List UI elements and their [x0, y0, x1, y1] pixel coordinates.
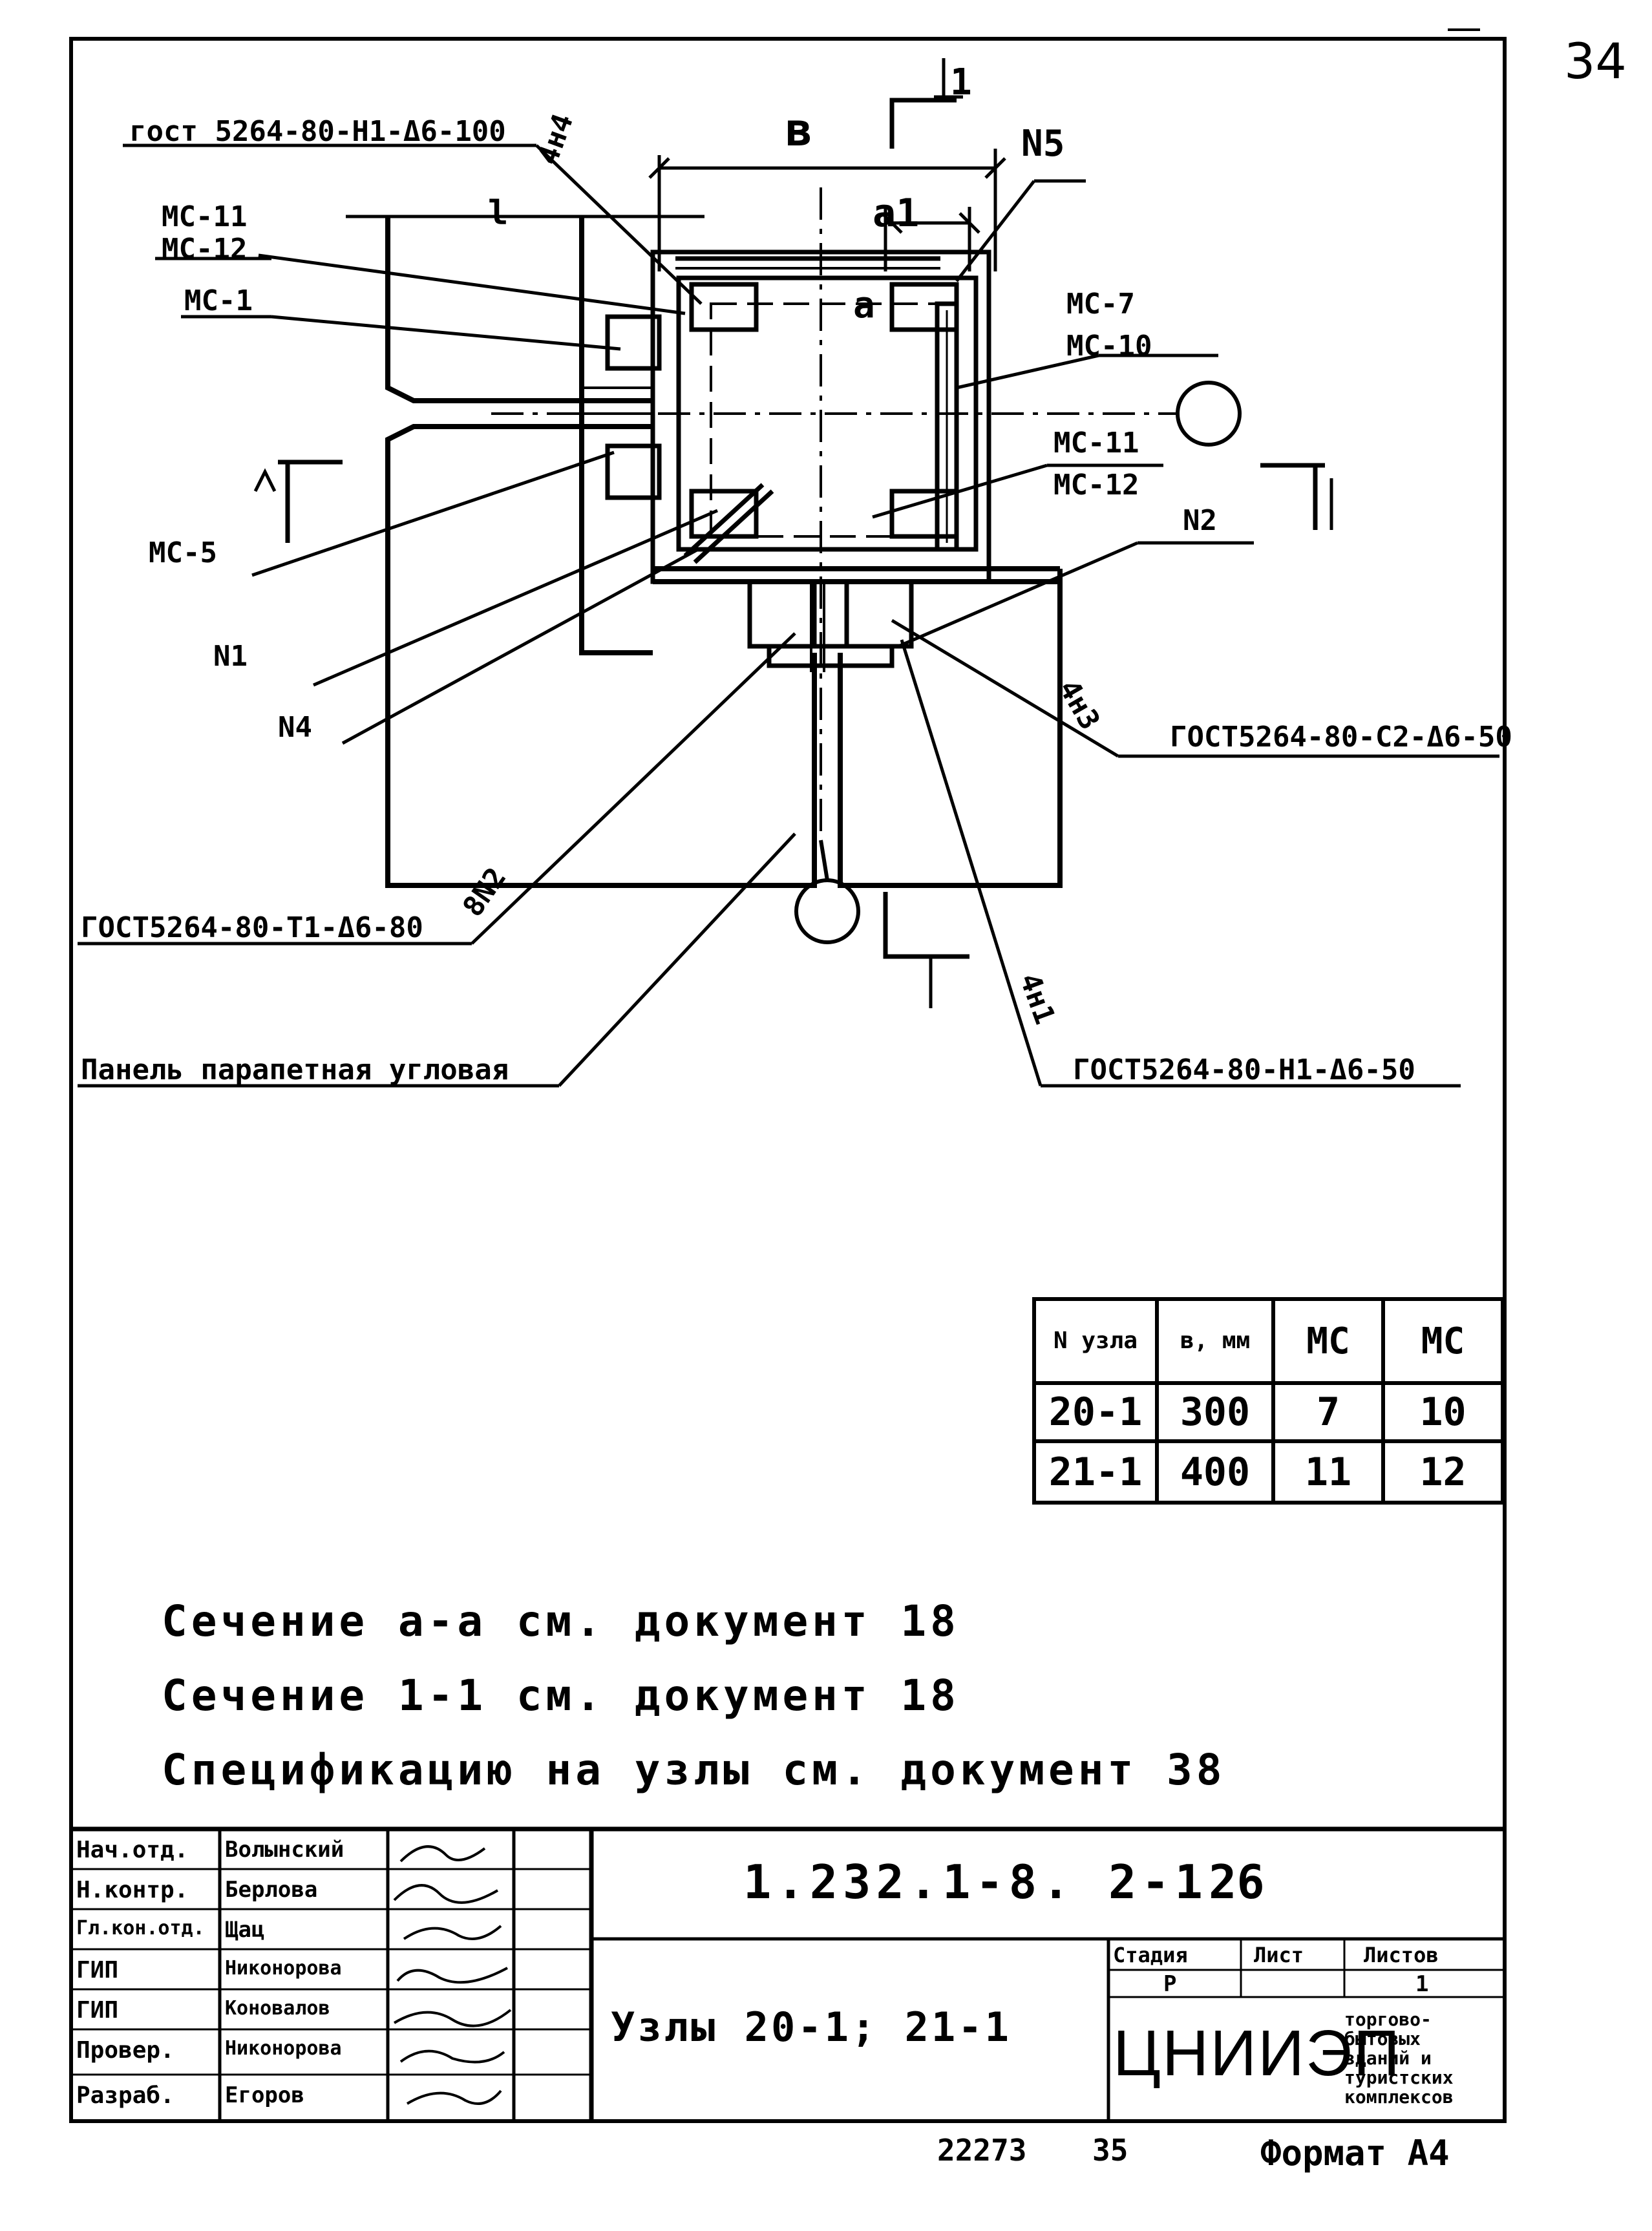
label-mc-10: МС-10 — [1066, 330, 1152, 363]
label-mc-11-right: МС-11 — [1054, 427, 1139, 460]
name: Щац — [225, 1917, 265, 1943]
table-cell: 21-1 — [1048, 1449, 1143, 1495]
label-n2: N2 — [1183, 504, 1217, 537]
stage-header: Стадия — [1113, 1943, 1188, 1967]
role: ГИП — [76, 1997, 119, 2024]
role: Нач.отд. — [76, 1837, 189, 1863]
label-mc-1: МС-1 — [184, 284, 253, 317]
weld-gost-bottom: ГОСТ5264-80-Н1-Δ6-50 — [1073, 1053, 1415, 1086]
table-cell: 400 — [1180, 1449, 1251, 1495]
axes — [491, 187, 1242, 944]
stage-value: Р — [1163, 1971, 1177, 1997]
label-mc-12: МС-12 — [162, 233, 248, 266]
section-marks — [253, 58, 1333, 1008]
column — [582, 249, 991, 672]
weld-gost-right: ГОСТ5264-80-С2-Δ6-50 — [1170, 721, 1512, 754]
section-label-a: а — [853, 284, 875, 326]
doc-sheet: 26 — [1209, 1855, 1265, 1909]
table-cell: 7 — [1316, 1390, 1340, 1435]
table-cell: 12 — [1419, 1449, 1467, 1495]
org-text-line: торгово- — [1344, 2009, 1432, 2030]
org-text-line: бытовых — [1344, 2028, 1421, 2049]
table-header-mc-1: МС — [1306, 1320, 1350, 1362]
name: Егоров — [225, 2082, 304, 2108]
weld-gost-left: ГОСТ5264-80-Т1-Δ6-80 — [81, 911, 423, 944]
table-cell: 300 — [1180, 1390, 1251, 1435]
org-text: торгово- бытовых зданий и туристских ком… — [1344, 2010, 1454, 2107]
role: Разраб. — [76, 2082, 175, 2109]
role: Н.контр. — [76, 1877, 189, 1903]
name: Берлова — [225, 1877, 318, 1903]
label-n4: N4 — [278, 711, 312, 744]
name: Никонорова — [225, 2037, 342, 2060]
inventory-number: 22273 — [937, 2133, 1027, 2168]
label-mc-11: МС-11 — [162, 200, 248, 233]
table-cell: 11 — [1304, 1449, 1352, 1495]
label-mc-12-right: МС-12 — [1054, 469, 1139, 502]
leaders — [78, 143, 1499, 1088]
signatures — [393, 1845, 512, 2105]
title-block-grid — [71, 1826, 1505, 2121]
name: Коновалов — [225, 1997, 330, 2020]
dimension-label-l: l — [488, 194, 509, 233]
name: Никонорова — [225, 1957, 342, 1980]
format-label: Формат А4 — [1260, 2133, 1450, 2173]
note-section-11: Сечение 1-1 см. документ 18 — [162, 1671, 960, 1720]
sheet-header: Лист — [1254, 1943, 1304, 1967]
sheets-header: Листов — [1364, 1943, 1439, 1967]
sheet-number: 34 — [1564, 32, 1627, 90]
org-logo: ЦНИИЭП — [1113, 2017, 1401, 2089]
sheets-value: 1 — [1415, 1971, 1429, 1997]
section-mark-top: 1 — [950, 61, 972, 103]
doc-code: 1.232.1-8. 2-1 — [743, 1855, 1208, 1909]
role: ГИП — [76, 1957, 119, 1983]
table-cell: 10 — [1419, 1390, 1467, 1435]
table-cell: 20-1 — [1048, 1390, 1143, 1435]
panel-label: Панель парапетная угловая — [81, 1053, 509, 1086]
label-mc-5: МС-5 — [149, 536, 217, 569]
org-text-line: комплексов — [1344, 2086, 1454, 2108]
table-grid — [1032, 1297, 1505, 1505]
table-header-mc-2: МС — [1421, 1320, 1465, 1362]
name: Волынский — [225, 1837, 344, 1863]
sheet-frame — [69, 37, 1507, 2123]
dimension-label-b: в — [785, 103, 813, 156]
drawing-title: Узлы 20-1; 21-1 — [611, 2004, 1011, 2051]
weld-gost-top: гост 5264-80-Н1-Δ6-100 — [129, 115, 506, 148]
table-header-b: в, мм — [1180, 1327, 1251, 1354]
dimension-label-a1: а1 — [873, 191, 920, 236]
org-text-line: зданий и — [1344, 2047, 1432, 2069]
table-header-node: N узла — [1053, 1327, 1138, 1354]
note-specification: Спецификацию на узлы см. документ 38 — [162, 1745, 1226, 1795]
label-n5: N5 — [1021, 123, 1065, 165]
note-section-aa: Сечение а-а см. документ 18 — [162, 1596, 960, 1646]
copy-number: 35 — [1092, 2133, 1128, 2168]
label-n1: N1 — [213, 640, 248, 673]
role: Гл.кон.отд. — [76, 1917, 205, 1940]
label-mc-7: МС-7 — [1066, 288, 1135, 321]
org-text-line: туристских — [1344, 2067, 1454, 2088]
role: Провер. — [76, 2037, 175, 2064]
